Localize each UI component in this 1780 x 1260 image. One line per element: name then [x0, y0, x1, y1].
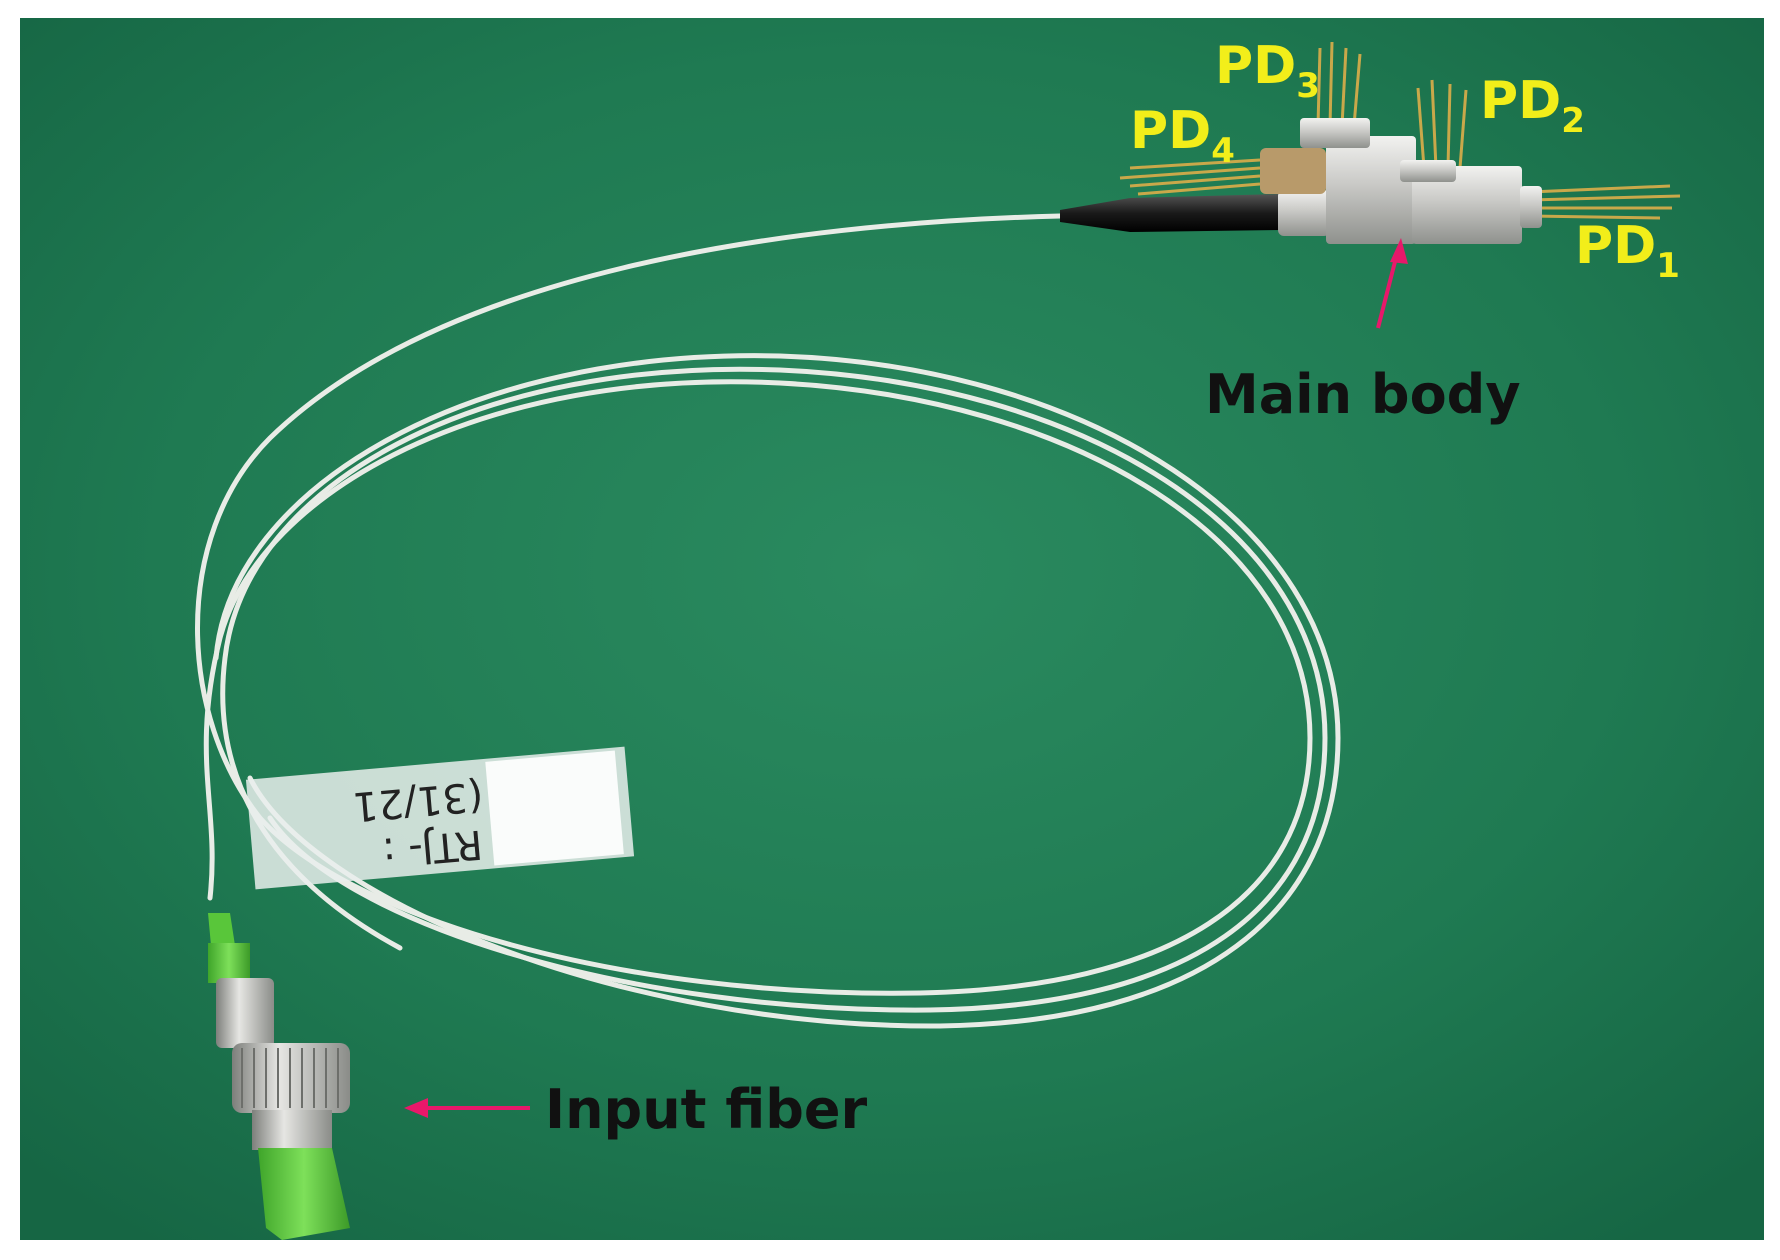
label-pd4: PD4 — [1130, 101, 1235, 171]
input-connector — [208, 913, 350, 1240]
main-body-arrow — [1376, 238, 1408, 329]
tape-label: (31/21 RTJ- : — [245, 746, 635, 890]
fiber-cable — [195, 213, 1341, 1029]
label-pd2: PD2 — [1480, 71, 1585, 141]
photo: (31/21 RTJ- : — [20, 18, 1764, 1240]
tape-note-line2: RTJ- : — [380, 820, 484, 875]
label-pd1: PD1 — [1575, 216, 1680, 286]
photo-canvas: (31/21 RTJ- : — [20, 18, 1764, 1240]
pd-pins — [1119, 41, 1681, 220]
input-fiber-label: Input fiber — [545, 1078, 868, 1141]
main-body-module — [1060, 41, 1681, 244]
main-body-label: Main body — [1205, 363, 1521, 426]
input-fiber-arrow — [404, 1098, 530, 1118]
tape-note-line1: (31/21 — [351, 772, 485, 829]
label-pd3: PD3 — [1215, 36, 1320, 106]
